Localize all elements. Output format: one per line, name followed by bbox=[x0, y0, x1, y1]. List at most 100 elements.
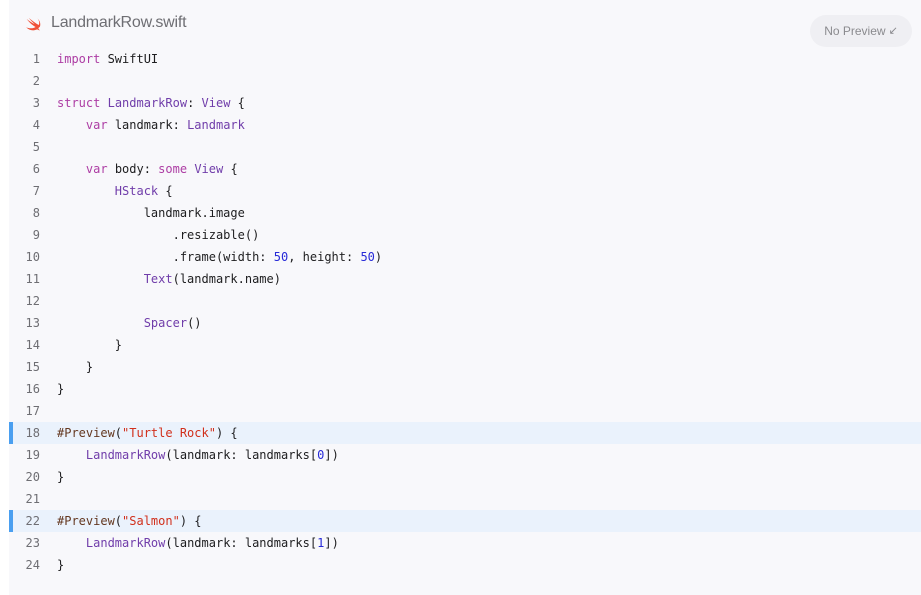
code-token: HStack bbox=[114, 184, 159, 198]
code-line: 8 landmark.image bbox=[9, 202, 921, 224]
code-token: } bbox=[57, 360, 94, 374]
code-token: (landmark: landmarks[ bbox=[165, 536, 318, 550]
code-token bbox=[100, 96, 107, 110]
line-source: Spacer() bbox=[57, 312, 202, 334]
code-line: 1 import SwiftUI bbox=[9, 48, 921, 70]
code-line: 9 .resizable() bbox=[9, 224, 921, 246]
line-source: landmark.image bbox=[57, 202, 245, 224]
code-token: ) bbox=[374, 250, 383, 264]
code-token: "Turtle Rock" bbox=[122, 426, 216, 440]
code-line: 5 bbox=[9, 136, 921, 158]
line-source: import SwiftUI bbox=[57, 48, 158, 70]
code-token bbox=[57, 316, 144, 330]
code-line: 13 Spacer() bbox=[9, 312, 921, 334]
code-token: 0 bbox=[317, 448, 325, 462]
swift-logo-icon bbox=[26, 17, 41, 31]
line-source: #Preview("Turtle Rock") { bbox=[57, 422, 238, 444]
line-number: 10 bbox=[25, 250, 40, 264]
code-line: 20} bbox=[9, 466, 921, 488]
line-number: 13 bbox=[25, 316, 40, 330]
code-token: body: bbox=[107, 162, 159, 176]
line-number: 8 bbox=[32, 206, 40, 220]
line-source: struct LandmarkRow: View { bbox=[57, 92, 245, 114]
code-token: Text bbox=[143, 272, 173, 286]
line-source: } bbox=[57, 554, 64, 576]
code-token: } bbox=[57, 382, 65, 396]
line-number: 22 bbox=[25, 514, 40, 528]
code-token: landmark.image bbox=[57, 206, 245, 220]
code-token: View bbox=[194, 162, 224, 176]
line-number: 16 bbox=[25, 382, 40, 396]
line-number: 5 bbox=[32, 140, 40, 154]
code-token: struct bbox=[57, 96, 101, 110]
no-preview-button[interactable]: No Preview ↙ bbox=[810, 15, 912, 47]
code-listing-panel bbox=[9, 0, 921, 595]
line-source: var landmark: Landmark bbox=[57, 114, 245, 136]
code-token: 1 bbox=[317, 536, 325, 550]
code-token: ) { bbox=[179, 514, 202, 528]
code-token: } bbox=[57, 558, 65, 572]
code-token bbox=[57, 118, 86, 132]
code-token: #Preview bbox=[57, 514, 115, 528]
code-token: landmark: bbox=[107, 118, 188, 132]
line-number: 15 bbox=[25, 360, 40, 374]
code-token: } bbox=[57, 338, 123, 352]
code-line: 4 var landmark: Landmark bbox=[9, 114, 921, 136]
code-token: some bbox=[158, 162, 188, 176]
line-number: 12 bbox=[25, 294, 40, 308]
code-line: 11 Text(landmark.name) bbox=[9, 268, 921, 290]
code-token: "Salmon" bbox=[122, 514, 180, 528]
line-number: 14 bbox=[25, 338, 40, 352]
code-token bbox=[57, 162, 86, 176]
code-line-highlighted: 18 #Preview("Turtle Rock") { bbox=[9, 422, 921, 444]
line-source: LandmarkRow(landmark: landmarks[1]) bbox=[57, 532, 339, 554]
arrow-down-left-icon: ↙ bbox=[888, 24, 898, 37]
code-token: ( bbox=[114, 426, 123, 440]
line-source: .resizable() bbox=[57, 224, 260, 246]
code-token: SwiftUI bbox=[100, 52, 159, 66]
code-token: { bbox=[230, 96, 245, 110]
code-token bbox=[57, 448, 86, 462]
line-source: } bbox=[57, 466, 64, 488]
line-source: LandmarkRow(landmark: landmarks[0]) bbox=[57, 444, 339, 466]
code-token: Spacer bbox=[143, 316, 188, 330]
line-number: 4 bbox=[32, 118, 40, 132]
code-line: 19 LandmarkRow(landmark: landmarks[0]) bbox=[9, 444, 921, 466]
code-token: .frame(width: bbox=[57, 250, 274, 264]
code-token: import bbox=[57, 52, 101, 66]
code-token: Landmark bbox=[187, 118, 245, 132]
line-number: 7 bbox=[32, 184, 40, 198]
code-token: var bbox=[85, 118, 108, 132]
line-source: HStack { bbox=[57, 180, 173, 202]
code-token: { bbox=[158, 184, 173, 198]
code-line: 7 HStack { bbox=[9, 180, 921, 202]
line-number: 17 bbox=[25, 404, 40, 418]
code-token: } bbox=[57, 470, 65, 484]
code-token bbox=[57, 272, 144, 286]
code-token: , height: bbox=[288, 250, 361, 264]
code-token: ]) bbox=[324, 536, 339, 550]
code-line: 12 bbox=[9, 290, 921, 312]
code-line: 15 } bbox=[9, 356, 921, 378]
code-token: 50 bbox=[360, 250, 375, 264]
line-number: 1 bbox=[32, 52, 40, 66]
line-number: 2 bbox=[32, 74, 40, 88]
code-token: LandmarkRow bbox=[85, 536, 166, 550]
code-token: View bbox=[201, 96, 231, 110]
code-token: ) { bbox=[215, 426, 238, 440]
code-token: (landmark.name) bbox=[172, 272, 281, 286]
code-line: 17 bbox=[9, 400, 921, 422]
line-number: 18 bbox=[25, 426, 40, 440]
code-line: 24} bbox=[9, 554, 921, 576]
line-source: #Preview("Salmon") { bbox=[57, 510, 202, 532]
code-token: ( bbox=[114, 514, 123, 528]
code-line: 6 var body: some View { bbox=[9, 158, 921, 180]
code-line: 14 } bbox=[9, 334, 921, 356]
code-line: 2 bbox=[9, 70, 921, 92]
line-number: 11 bbox=[25, 272, 40, 286]
line-source: var body: some View { bbox=[57, 158, 238, 180]
code-token: () bbox=[187, 316, 202, 330]
code-line: 10 .frame(width: 50, height: 50) bbox=[9, 246, 921, 268]
code-listing-header: LandmarkRow.swift No Preview ↙ bbox=[9, 0, 921, 48]
